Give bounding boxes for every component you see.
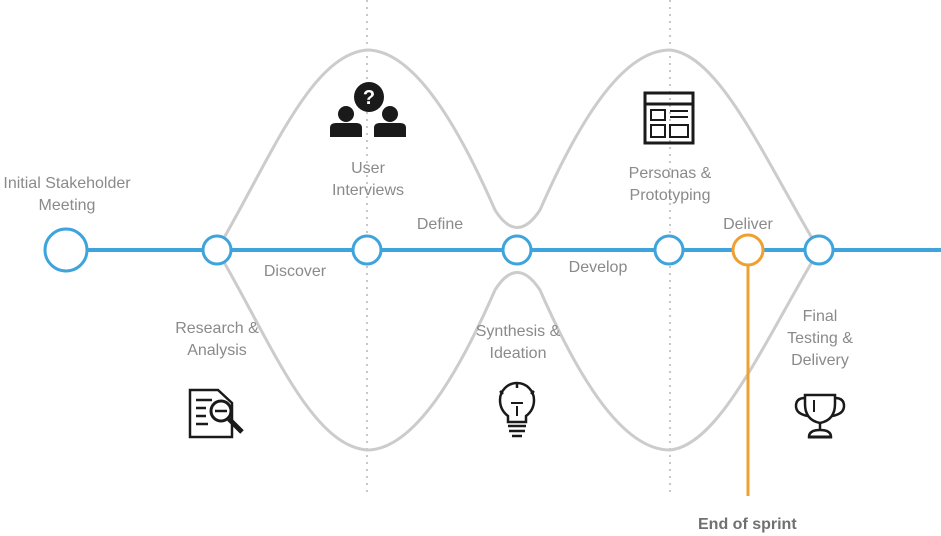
- node-research: [201, 234, 233, 266]
- document-search-icon: [188, 388, 244, 439]
- lightbulb-icon: [498, 381, 536, 438]
- phase-discover: Discover: [263, 263, 327, 280]
- milestone-initial-meeting: Initial Stakeholder Meeting: [3, 175, 131, 214]
- node-initial-meeting: [43, 227, 89, 273]
- phase-define: Define: [416, 216, 464, 233]
- node-synthesis: [501, 234, 533, 266]
- node-final-delivery: [803, 234, 835, 266]
- milestone-final-delivery: Final Testing & Delivery: [787, 308, 853, 369]
- node-end-of-sprint: [731, 233, 765, 267]
- milestone-research: Research & Analysis: [175, 320, 259, 359]
- wireframe-layout-icon: [643, 91, 695, 145]
- discover-define-diamond-top: [215, 48, 821, 251]
- phase-develop: Develop: [568, 259, 628, 276]
- milestone-synthesis: Synthesis & Ideation: [475, 323, 561, 362]
- people-question-icon: ?: [330, 82, 406, 137]
- node-personas: [653, 234, 685, 266]
- end-of-sprint-label: End of sprint: [698, 516, 797, 533]
- phase-deliver: Deliver: [723, 216, 773, 233]
- milestone-personas: Personas & Prototyping: [628, 165, 712, 204]
- svg-text:?: ?: [363, 87, 375, 109]
- node-user-interviews: [351, 234, 383, 266]
- milestone-user-interviews: User Interviews: [331, 160, 405, 199]
- trophy-icon: [794, 393, 846, 439]
- discover-define-diamond-bottom: [215, 249, 821, 452]
